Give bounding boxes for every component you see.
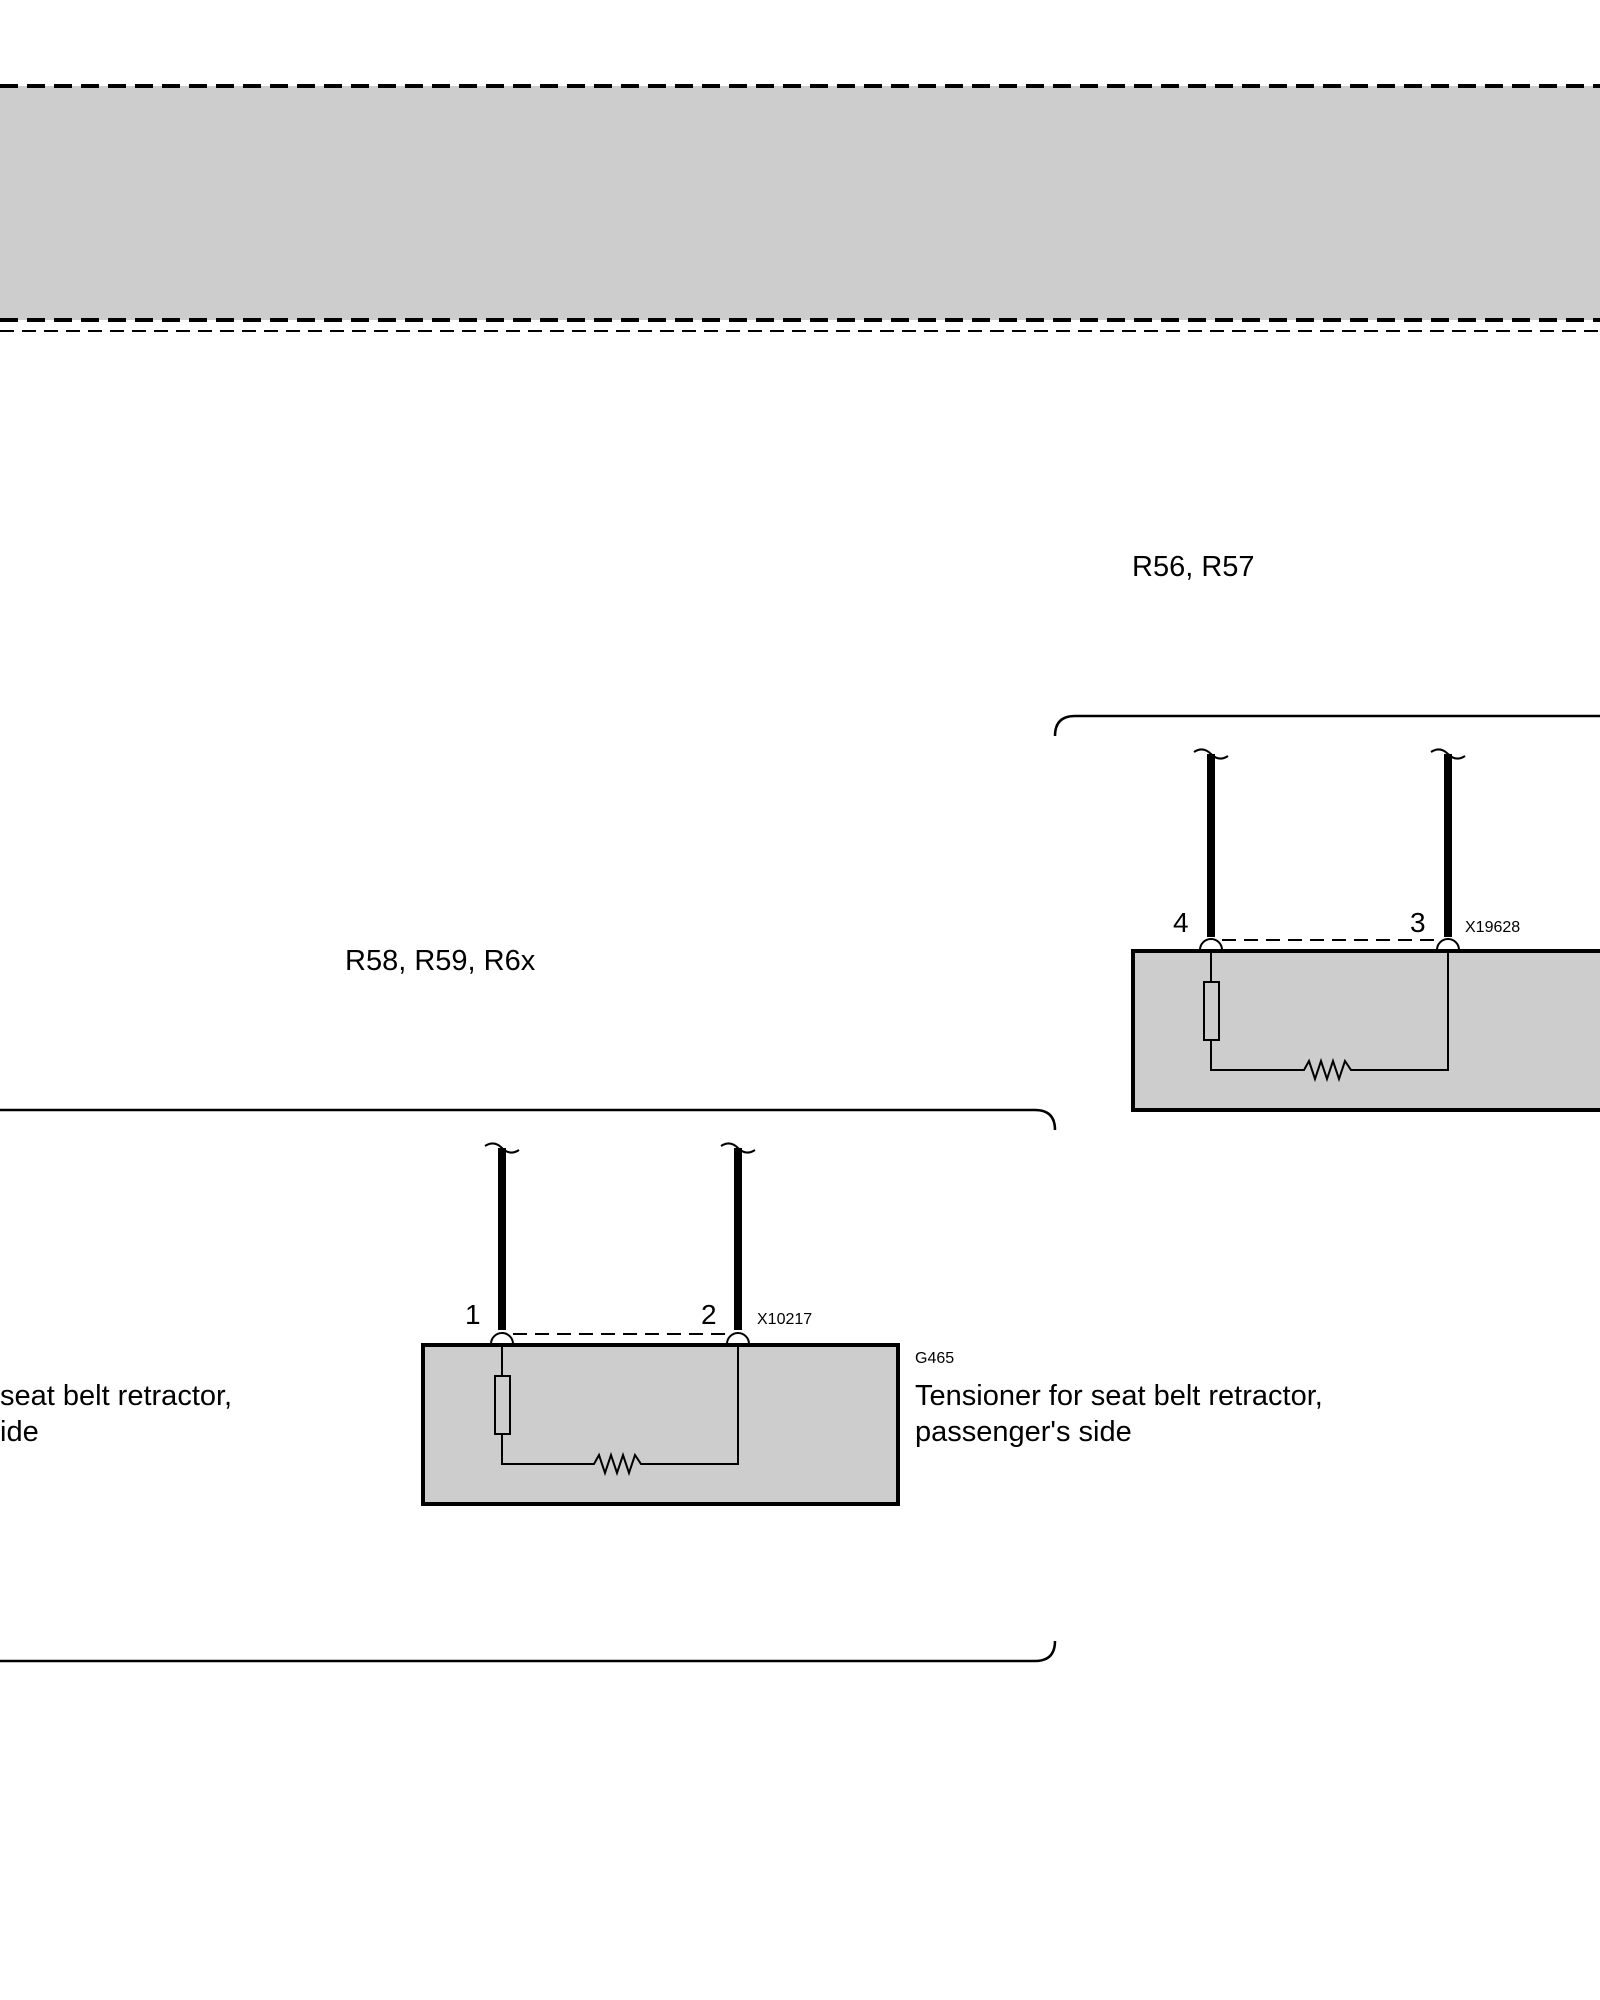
variant-label-lower: R58, R59, R6x xyxy=(345,945,536,977)
pin-label-1: 1 xyxy=(465,1299,481,1330)
pin-label-3: 3 xyxy=(1410,907,1426,938)
variant-bracket-lower-top xyxy=(0,1108,1057,1131)
pin-arc xyxy=(1199,938,1223,951)
squib-element xyxy=(1210,951,1449,1083)
wire-pin-1 xyxy=(484,1142,520,1330)
wire-pin-4 xyxy=(1193,748,1229,937)
component-name-line-2: passenger's side xyxy=(915,1416,1132,1448)
wire-pin-3 xyxy=(1430,748,1466,937)
variant-bracket-upper xyxy=(1053,714,1600,737)
tensioner-passenger xyxy=(421,1343,900,1506)
connector-upper: 4 3 X19628 xyxy=(1173,907,1520,951)
pin-label-4: 4 xyxy=(1173,907,1189,938)
pin-arc xyxy=(490,1332,514,1345)
control-unit-body xyxy=(0,86,1600,320)
pin-arc xyxy=(726,1332,750,1345)
pin-label-2: 2 xyxy=(701,1299,717,1330)
wire-pin-2 xyxy=(720,1142,756,1330)
pin-arc xyxy=(1436,938,1460,951)
tensioner-upper xyxy=(1131,949,1600,1112)
connector-lower: 1 2 X10217 xyxy=(465,1299,812,1345)
component-id-g465: G465 xyxy=(915,1350,954,1367)
component-name-line-1: Tensioner for seat belt retractor, xyxy=(915,1380,1323,1412)
connector-id-lower: X10217 xyxy=(757,1311,812,1328)
driver-label-line-1: seat belt retractor, xyxy=(0,1380,232,1412)
squib-element xyxy=(501,1345,739,1477)
component-body xyxy=(421,1343,900,1506)
connector-id-upper: X19628 xyxy=(1465,919,1520,936)
variant-label-upper: R56, R57 xyxy=(1132,551,1255,583)
driver-label-line-2: ide xyxy=(0,1416,39,1448)
control-unit-band xyxy=(0,84,1600,332)
variant-bracket-lower-bottom xyxy=(0,1640,1057,1663)
